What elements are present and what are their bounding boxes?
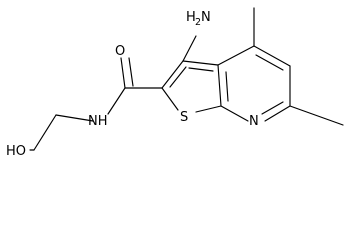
bond-c7a-c3a [217, 64, 222, 107]
bond-c6-methyl [289, 105, 344, 126]
atom-labels: H 2 N O NH S N HO [6, 10, 259, 159]
carbonyl-oxygen-label: O [115, 44, 125, 59]
thiophene-sulfur-label: S [180, 110, 188, 125]
bond-c4-c5-inner [255, 54, 284, 71]
bond-c7a-c3a-inner [225, 71, 229, 102]
bonds [29, 7, 344, 151]
molecule-drawing: H 2 N O NH S N HO [6, 7, 344, 159]
bond-s-c7a [195, 105, 222, 113]
bond-ch2-ch2 [33, 114, 57, 151]
amine-n-label: N [201, 10, 211, 25]
bond-carbonyl-o-inner [128, 57, 134, 87]
pyridine-nitrogen-label: N [249, 114, 259, 129]
amine-h-label: H [186, 10, 196, 25]
bond-c4-c5 [253, 45, 291, 67]
bond-nh-ch2 [55, 114, 94, 122]
chemical-structure-canvas: H 2 N O NH S N HO [6, 7, 344, 159]
bond-c6-n7-inner [261, 101, 284, 115]
bond-c3-c3a [182, 60, 219, 66]
bond-c3a-c4 [217, 45, 255, 66]
bond-c3-nh2 [182, 35, 197, 62]
bond-c2-s [161, 87, 179, 111]
bond-n7-c7a [220, 105, 249, 122]
hydroxyl-label: HO [6, 144, 26, 159]
amine-subscript-label: 2 [195, 17, 201, 28]
bond-c6-n7 [264, 105, 291, 122]
bond-carbonyl-nh [107, 87, 126, 115]
amide-nh-label: NH [88, 114, 108, 129]
bond-c2-c3-inner [169, 66, 187, 88]
bond-c3-c2 [161, 60, 184, 89]
bond-carbonyl-o [120, 57, 126, 89]
bond-c3-c3a-inner [188, 67, 214, 72]
